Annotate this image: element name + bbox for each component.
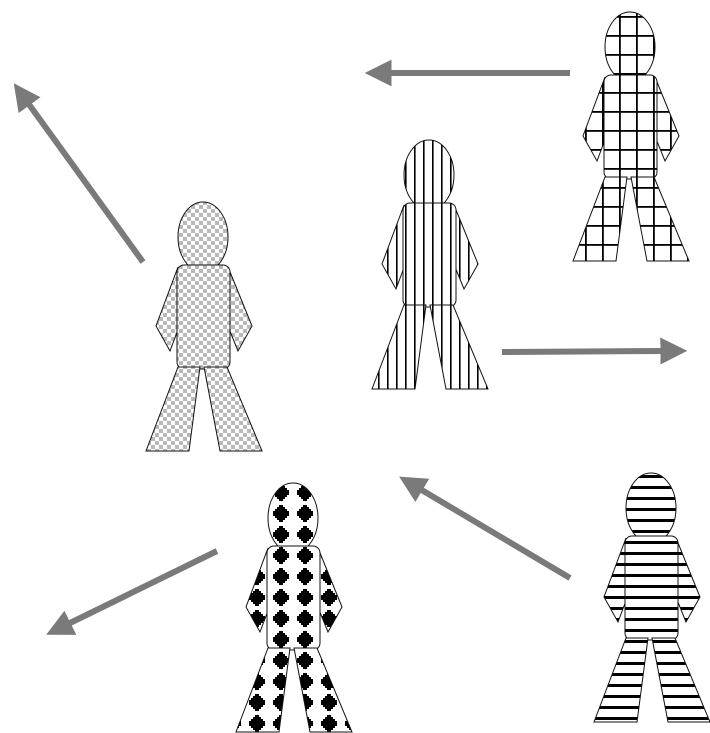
figure-vertical-stripes	[372, 140, 488, 389]
arrow-down-left	[68, 551, 217, 624]
arrow-up-left	[28, 103, 143, 262]
figure-diamonds	[236, 483, 352, 732]
figure-horizontal-stripes	[594, 473, 710, 722]
figure-grid	[573, 12, 689, 261]
arrow-up-left-lower	[420, 489, 570, 578]
arrow-right-middle	[502, 351, 663, 352]
figure-checkered	[146, 202, 262, 451]
